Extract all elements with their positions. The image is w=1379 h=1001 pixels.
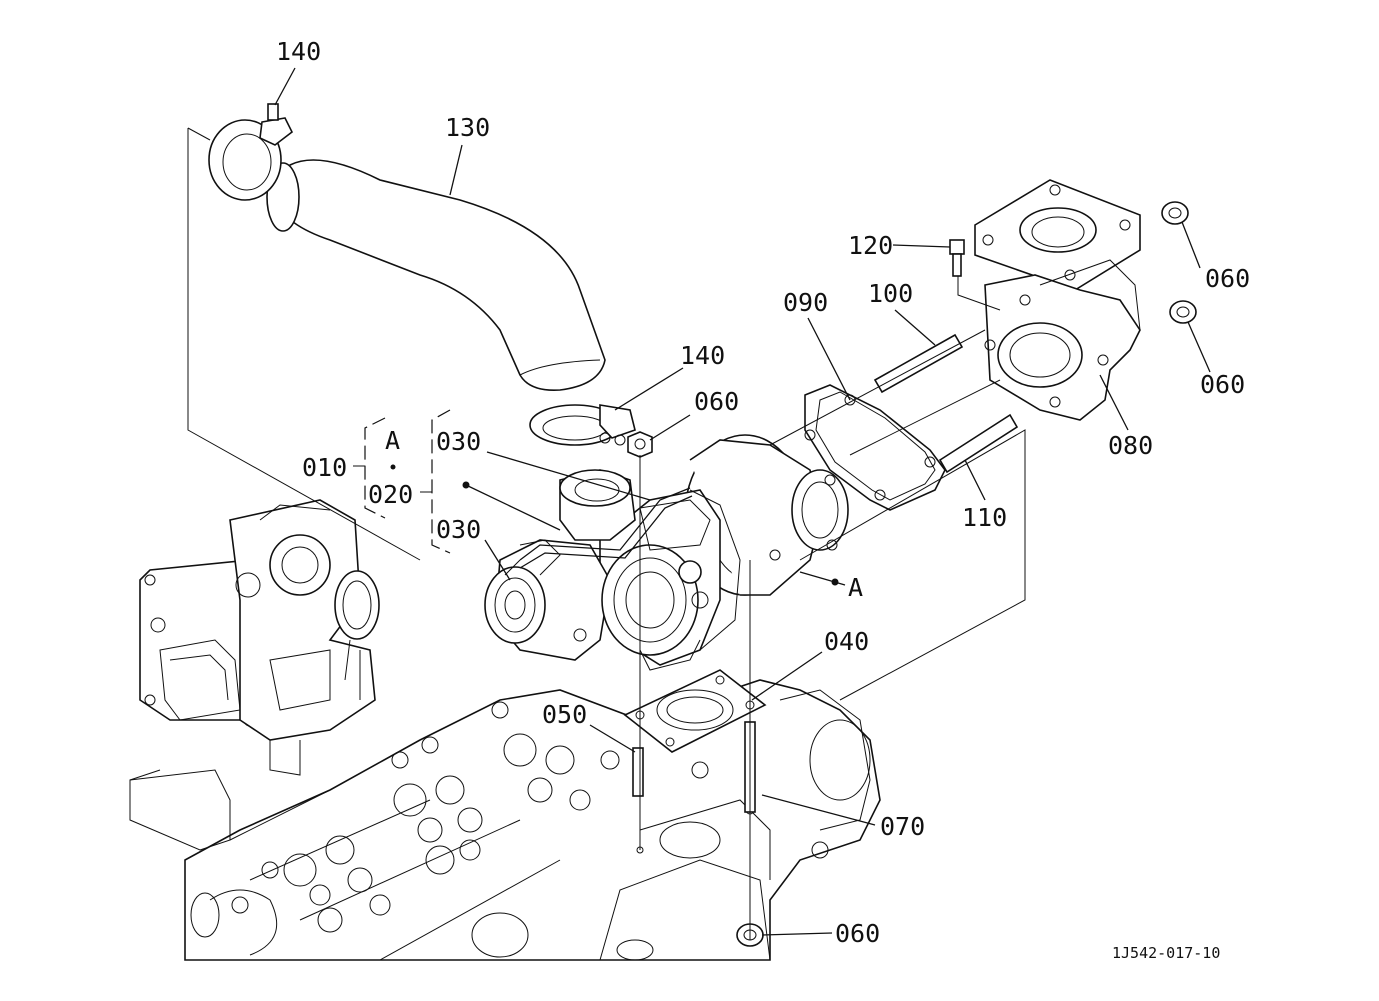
callout-080: 080	[1108, 431, 1153, 460]
callout-090: 090	[783, 288, 828, 317]
callout-050: 050	[542, 700, 587, 729]
callout-130: 130	[445, 113, 490, 142]
turbo-flange-gasket	[804, 384, 946, 511]
nut-060-right-mid	[1169, 300, 1197, 324]
stud-050	[632, 747, 644, 797]
turbocharger-unit	[484, 434, 849, 671]
egr-valve-assembly	[139, 499, 380, 776]
bolt-120	[949, 239, 965, 277]
group-bracket	[353, 409, 451, 554]
engine-cylinder-head	[129, 679, 881, 961]
callout-060-right-top: 060	[1205, 264, 1250, 293]
stud-100	[873, 333, 964, 394]
drawing-id: 1J542-017-10	[1112, 944, 1220, 962]
callout-labels: 140 130 140 060 120 100 090 060 060 080 …	[276, 37, 1250, 948]
exhaust-elbow	[974, 179, 1141, 421]
callout-030-lower: 030	[436, 515, 481, 544]
hose-clamp-top	[208, 103, 294, 201]
callout-060-bottom: 060	[835, 919, 880, 948]
callout-060-center: 060	[694, 387, 739, 416]
nut-060-center	[627, 431, 653, 458]
callout-010: 010	[302, 453, 347, 482]
leader-lines	[274, 67, 1211, 936]
callout-a-group: A	[385, 426, 400, 455]
callout-100: 100	[868, 279, 913, 308]
callout-140-mid: 140	[680, 341, 725, 370]
callout-110: 110	[962, 503, 1007, 532]
turbo-base-gasket	[623, 669, 767, 753]
assembly-lines	[187, 127, 1026, 940]
hose-clamp-mid	[529, 404, 636, 446]
callout-040: 040	[824, 627, 869, 656]
callout-070: 070	[880, 812, 925, 841]
intake-hose	[266, 159, 606, 392]
callout-020: 020	[368, 480, 413, 509]
callout-a-turbo: A	[848, 573, 863, 602]
callout-140-top: 140	[276, 37, 321, 66]
nut-060-right-top	[1161, 201, 1189, 225]
stud-110	[938, 413, 1019, 474]
callout-120: 120	[848, 231, 893, 260]
callout-030-upper: 030	[436, 427, 481, 456]
callout-060-right-mid: 060	[1200, 370, 1245, 399]
